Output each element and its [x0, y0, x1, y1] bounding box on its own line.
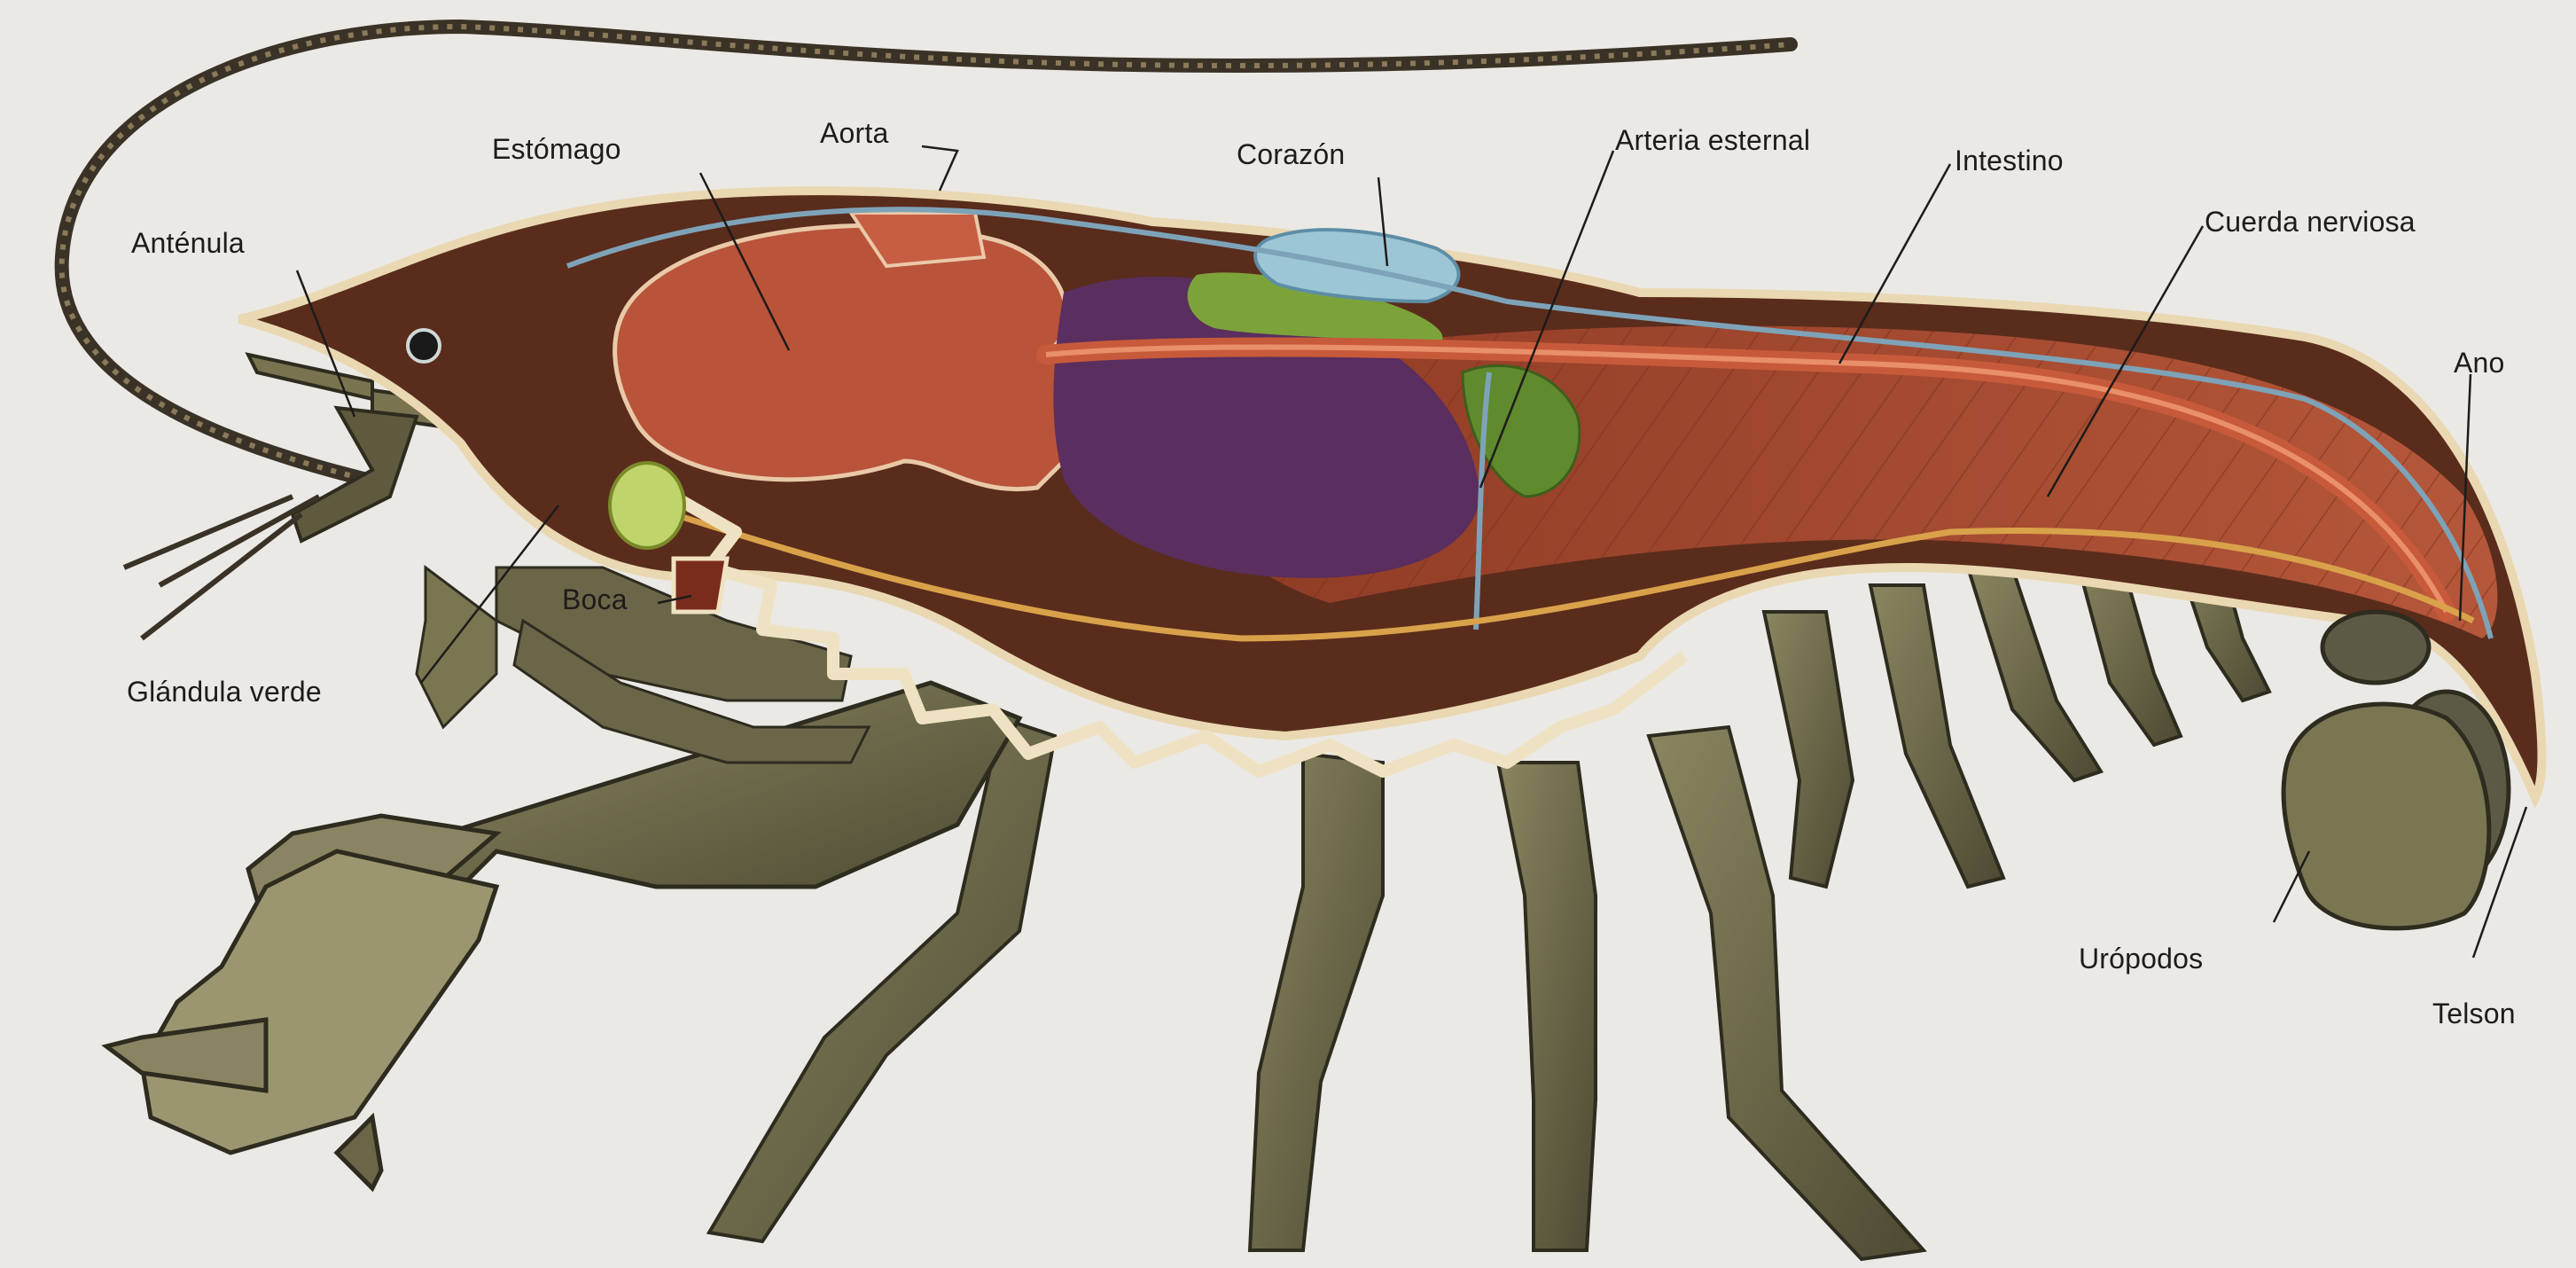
- label-telson: Telson: [2432, 998, 2516, 1030]
- label-intestino: Intestino: [1955, 145, 2064, 177]
- eye: [408, 330, 440, 362]
- label-corazon: Corazón: [1237, 138, 1345, 171]
- label-uropodos: Urópodos: [2079, 943, 2203, 975]
- label-antenula: Anténula: [131, 227, 245, 260]
- stomach: [615, 225, 1108, 489]
- label-ano: Ano: [2454, 347, 2505, 380]
- label-arteria-esternal: Arteria esternal: [1615, 124, 1810, 157]
- label-estomago: Estómago: [492, 133, 621, 166]
- label-boca: Boca: [562, 583, 628, 616]
- green-gland: [610, 463, 684, 548]
- label-cuerda-nerviosa: Cuerda nerviosa: [2205, 206, 2416, 239]
- label-aorta: Aorta: [820, 117, 888, 150]
- mouth-parts: [674, 559, 727, 612]
- cheliped-claw: [106, 683, 1019, 1188]
- maxillipeds: [417, 567, 869, 763]
- label-glandula-verde: Glándula verde: [127, 676, 322, 708]
